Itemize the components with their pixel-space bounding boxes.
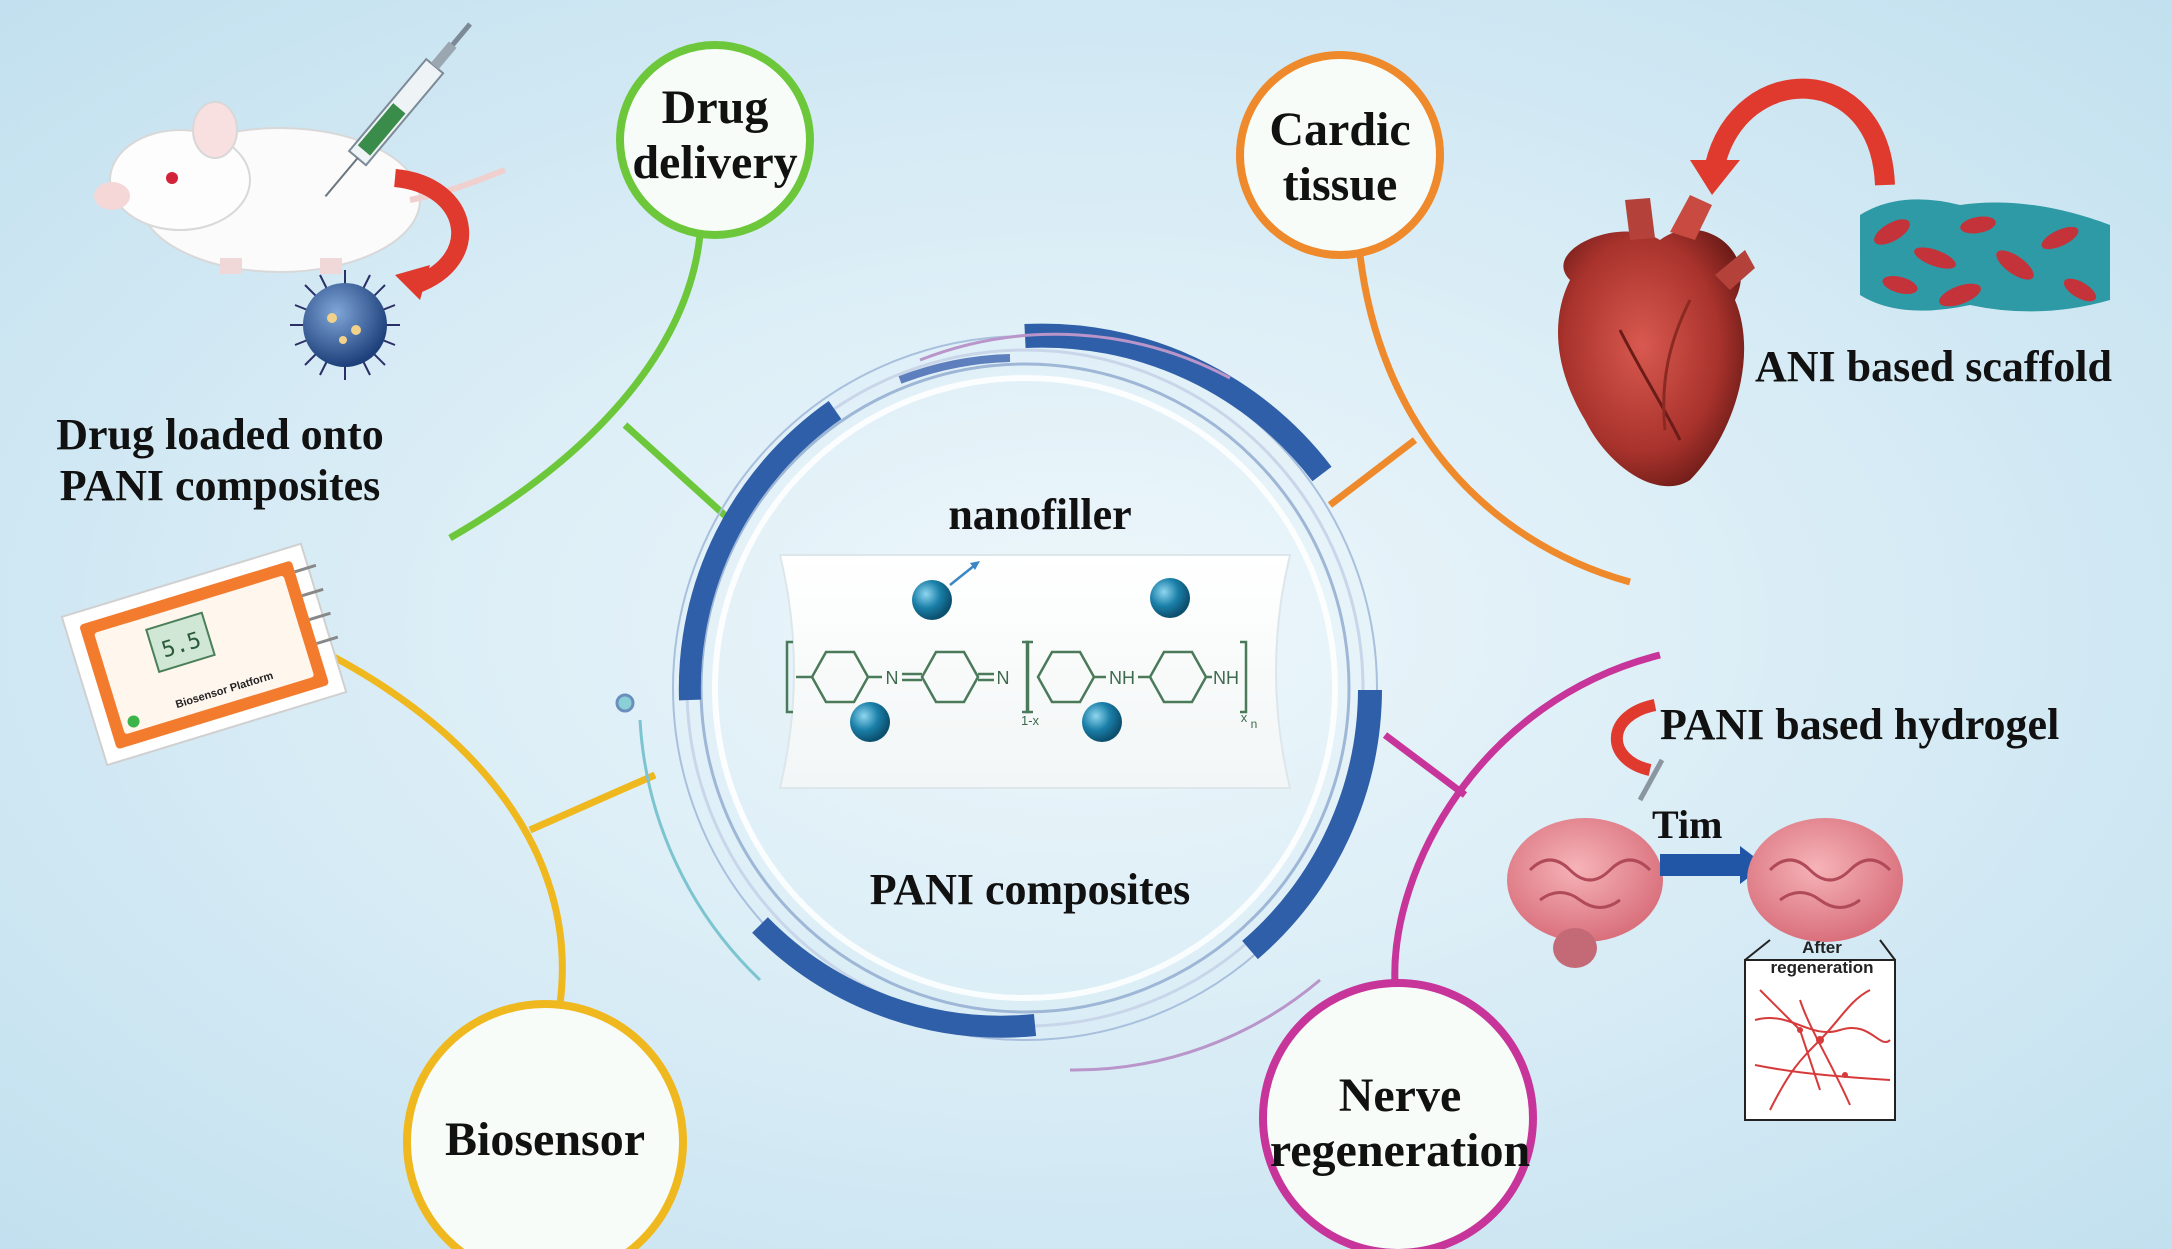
scaffold-label: ANI based scaffold (1755, 342, 2112, 391)
biosensor-device-icon: 5.5 Biosensor Platform (60, 542, 348, 767)
brain-icon (1507, 818, 1663, 968)
formula-sub-1x: 1-x (1021, 713, 1040, 728)
cardic-tissue-line2: tissue (1282, 158, 1398, 212)
nerve-regeneration-label: Nerve regeneration (1250, 1068, 1550, 1178)
brain-icon (1747, 818, 1903, 942)
drug-loaded-line1: Drug loaded onto (56, 410, 384, 459)
cardic-tissue-line1: Cardic (1269, 103, 1411, 156)
pani-structure-text: N N NH NH 1-x x n (886, 668, 1258, 731)
nanofiller-label: nanofiller (948, 490, 1132, 539)
cardic-tissue-label: Cardic tissue (1240, 102, 1440, 212)
time-label: Tim (1652, 802, 1723, 847)
biosensor-circle (403, 1000, 687, 1249)
biosensor-branch (298, 636, 687, 1249)
mouse-injection-icon (94, 22, 506, 300)
hydrogel-label: PANI based hydrogel (1660, 700, 2060, 749)
formula-nh2: NH (1213, 668, 1239, 688)
scaffold-icon (1860, 199, 2110, 312)
biosensor-label: Biosensor (444, 1113, 645, 1166)
nerve-regeneration-line2: regeneration (1269, 1124, 1531, 1178)
formula-nh1: NH (1109, 668, 1135, 688)
drug-loaded-line2: PANI composites (59, 460, 381, 510)
nanoparticle-icon (1150, 578, 1190, 618)
drug-delivery-line2: delivery (632, 136, 798, 190)
pani-structure (785, 640, 1248, 714)
nanoparticle-icon (912, 580, 952, 620)
drug-nanoparticle-icon (290, 270, 400, 380)
neuron-network-icon (1744, 939, 1896, 1121)
nerve-regeneration-line1: Nerve (1338, 1069, 1462, 1122)
after-regeneration-label: After regeneration (1752, 938, 1892, 977)
regeneration-line: regeneration (1770, 957, 1874, 977)
heart-icon (1558, 195, 1755, 487)
formula-sub-x: x (1241, 710, 1248, 725)
hydrogel-arrow-icon (1610, 699, 1665, 802)
curved-arrow-icon (1690, 78, 1895, 195)
nanoparticle-icon (850, 702, 890, 742)
nanofiller-pointer (949, 564, 976, 586)
cardic-tissue-branch (1236, 51, 1631, 586)
nerve-regeneration-circle (1259, 979, 1537, 1249)
drug-delivery-circle (616, 41, 814, 239)
pani-composites-label: PANI composites (869, 865, 1191, 914)
central-ring (615, 323, 1382, 1072)
drug-loaded-label: Drug loaded onto PANI composites (20, 410, 420, 511)
after-line: After (1802, 938, 1842, 957)
formula-n2: N (997, 668, 1010, 688)
drug-delivery-label: Drug delivery (615, 80, 815, 190)
nanoparticle-icon (1082, 702, 1122, 742)
cardic-tissue-circle (1236, 51, 1444, 259)
formula-n1: N (886, 668, 899, 688)
formula-sub-n: n (1251, 717, 1258, 731)
drug-delivery-branch (448, 41, 814, 542)
nanoparticles (850, 561, 1190, 742)
drug-delivery-line1: Drug (661, 81, 769, 134)
nerve-regeneration-branch (1259, 651, 1661, 1249)
